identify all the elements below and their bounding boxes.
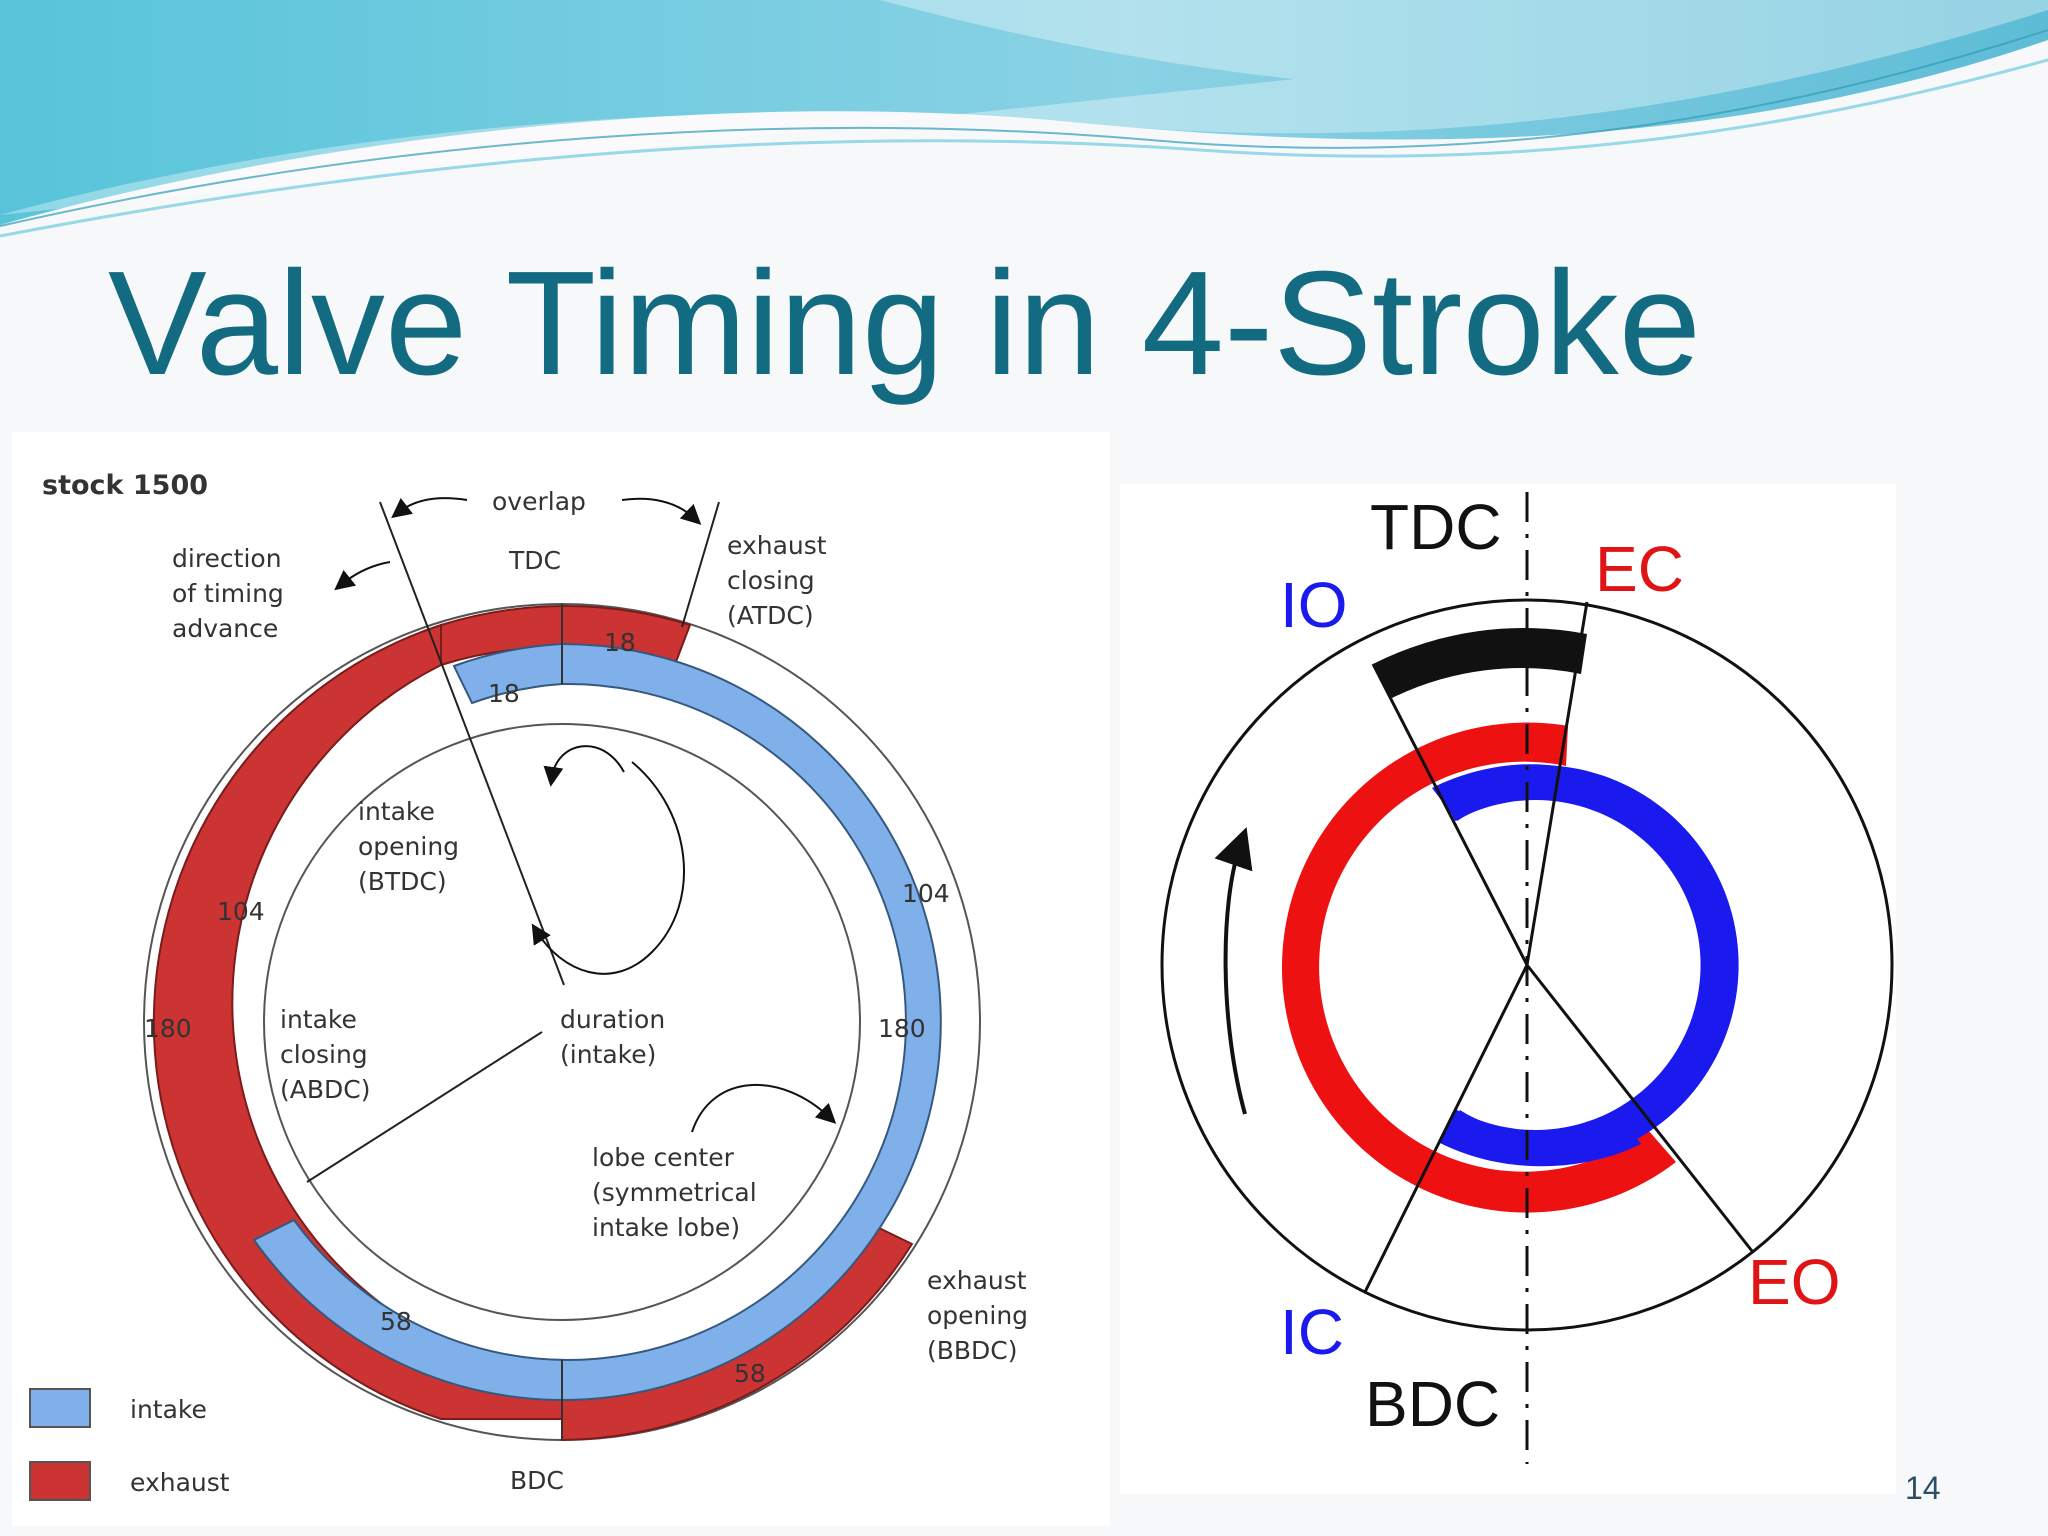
intake-band-right xyxy=(252,642,942,1401)
ec-line xyxy=(1525,601,1589,966)
ic-line xyxy=(1363,964,1529,1293)
io-label: IO xyxy=(1280,569,1348,641)
left-bdc-label: BDC xyxy=(510,1466,564,1495)
ic-label: IC xyxy=(1280,1296,1344,1368)
intake-opening-label-3: (BTDC) xyxy=(358,867,447,896)
overlap-arrow-right xyxy=(621,497,702,525)
exhaust-opening-label-3: (BBDC) xyxy=(927,1336,1018,1365)
intake-opening-degrees: 18 xyxy=(488,679,520,708)
right-bdc-label: BDC xyxy=(1365,1368,1500,1440)
overlap-label: overlap xyxy=(492,487,586,516)
duration-label-1: duration xyxy=(560,1005,665,1034)
exhaust-opening-label-2: opening xyxy=(927,1301,1028,1330)
right-tdc-label: TDC xyxy=(1370,491,1502,563)
intake-closing-label-2: closing xyxy=(280,1040,368,1069)
right-180-degrees: 180 xyxy=(878,1014,926,1043)
inner-ring-outline xyxy=(263,723,861,1321)
exhaust-arc xyxy=(1281,722,1676,1213)
duration-label-2: (intake) xyxy=(560,1040,656,1069)
legend-exhaust-label: exhaust xyxy=(130,1468,230,1497)
eo-line xyxy=(1525,964,1754,1252)
direction-label-3: advance xyxy=(172,614,278,643)
ec-label: EC xyxy=(1595,533,1684,605)
intake-closing-label-3: (ABDC) xyxy=(280,1075,370,1104)
exhaust-opening-label-1: exhaust xyxy=(927,1266,1027,1295)
legend-intake-label: intake xyxy=(130,1395,207,1424)
intake-closing-label-1: intake xyxy=(280,1005,357,1034)
lobe-center-label-1: lobe center xyxy=(592,1143,735,1172)
left-tdc-label: TDC xyxy=(508,546,561,575)
intake-opening-label-2: opening xyxy=(358,832,459,861)
intake-arc-top-fill xyxy=(1432,764,1590,821)
right-timing-diagram: TDC BDC IO EC IC EO xyxy=(1120,484,1896,1494)
intake-opening-label-1: intake xyxy=(358,797,435,826)
left-timing-diagram: stock 1500 overlap TDC BDC direction of … xyxy=(12,432,1110,1526)
rotation-arrow xyxy=(1214,827,1253,1115)
diagram-heading: stock 1500 xyxy=(42,470,208,501)
right-104-degrees: 104 xyxy=(902,879,950,908)
direction-label-1: direction xyxy=(172,544,282,573)
duration-arrow-top xyxy=(543,745,625,787)
left-180-degrees: 180 xyxy=(144,1014,192,1043)
exhaust-opening-degrees: 58 xyxy=(734,1359,766,1388)
io-line xyxy=(1371,663,1529,966)
lobe-center-arrow xyxy=(691,1083,837,1133)
direction-label-2: of timing xyxy=(172,579,284,608)
exhaust-closing-label-1: exhaust xyxy=(727,531,827,560)
intake-arc-bottom-fill xyxy=(1438,1110,1641,1167)
lobe-center-label-2: (symmetrical xyxy=(592,1178,757,1207)
legend: intake exhaust xyxy=(29,1388,230,1501)
duration-arrow-circle xyxy=(531,761,686,975)
exhaust-closing-label-2: closing xyxy=(727,566,815,595)
overlap-arc xyxy=(1373,628,1587,698)
exhaust-closing-degrees: 18 xyxy=(604,628,636,657)
lobe-center-label-3: intake lobe) xyxy=(592,1213,740,1242)
left-104-degrees: 104 xyxy=(217,897,265,926)
exhaust-closing-line xyxy=(681,501,720,628)
slide-title: Valve Timing in 4-Stroke xyxy=(108,241,1702,406)
slide-page-number: 14 xyxy=(1905,1470,1941,1506)
intake-closing-degrees: 58 xyxy=(380,1307,412,1336)
overlap-arrow-left xyxy=(391,497,468,519)
exhaust-closing-label-3: (ATDC) xyxy=(727,601,814,630)
intake-opening-line xyxy=(379,501,565,986)
eo-label: EO xyxy=(1748,1246,1840,1318)
legend-exhaust-swatch xyxy=(29,1461,91,1501)
legend-intake-swatch xyxy=(29,1388,91,1428)
direction-arrow xyxy=(334,561,391,591)
intake-closing-line xyxy=(306,1031,543,1183)
